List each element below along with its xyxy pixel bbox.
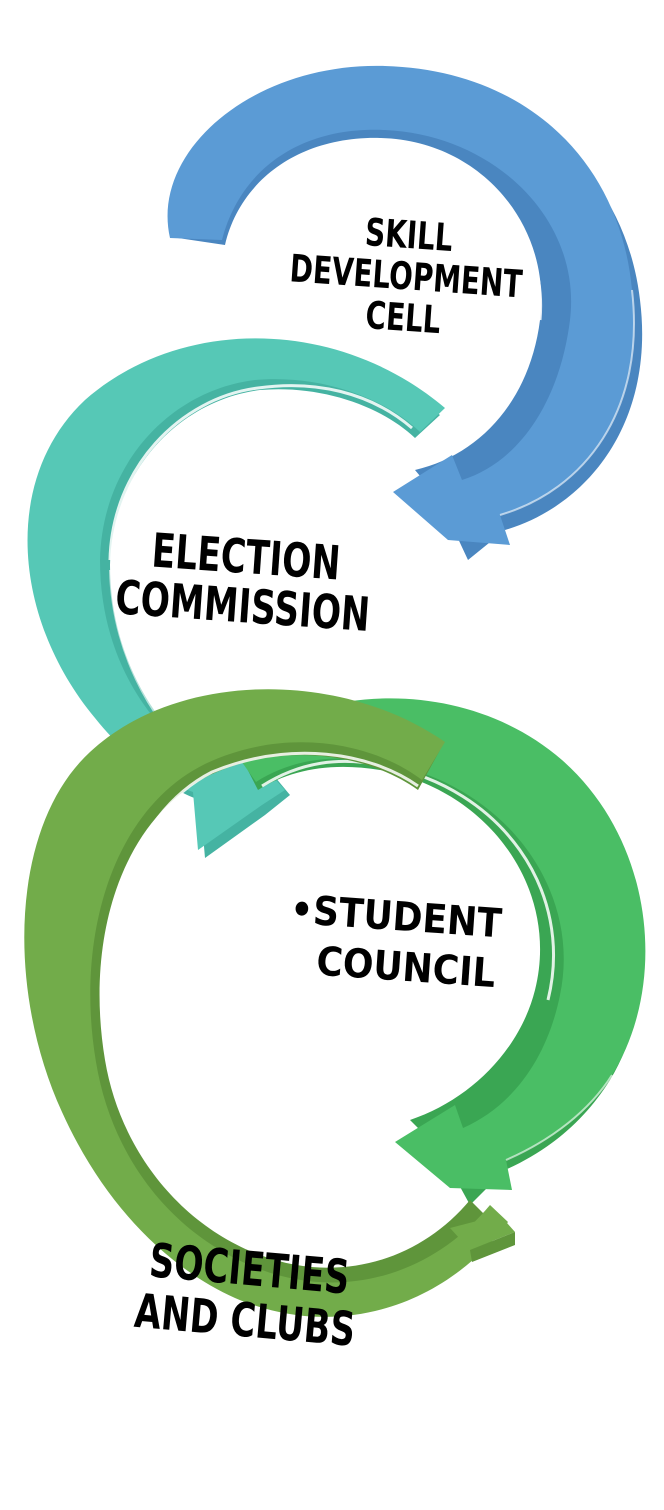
arrow-skill-development [167, 65, 643, 561]
label-student-council: •STUDENT COUNCIL [289, 886, 504, 997]
arrow-societies-clubs-top [24, 689, 508, 1317]
label-societies-clubs: SOCIETIES AND CLUBS [132, 1233, 357, 1357]
arrow-student-council [232, 698, 646, 1205]
label-student-council-line2: COUNCIL [315, 938, 497, 997]
arrow-societies-clubs-side [33, 698, 490, 1308]
label-election-commission: ELECTION COMMISSION [114, 523, 372, 642]
arrow-societies-clubs [24, 689, 515, 1317]
label-skill-development-line1: SKILL [364, 210, 454, 261]
label-skill-development-line3: CELL [364, 293, 442, 343]
label-skill-development: SKILL DEVELOPMENT CELL [288, 210, 524, 343]
arrow-student-council-top [232, 698, 646, 1190]
label-election-commission-line1: ELECTION [150, 523, 342, 591]
